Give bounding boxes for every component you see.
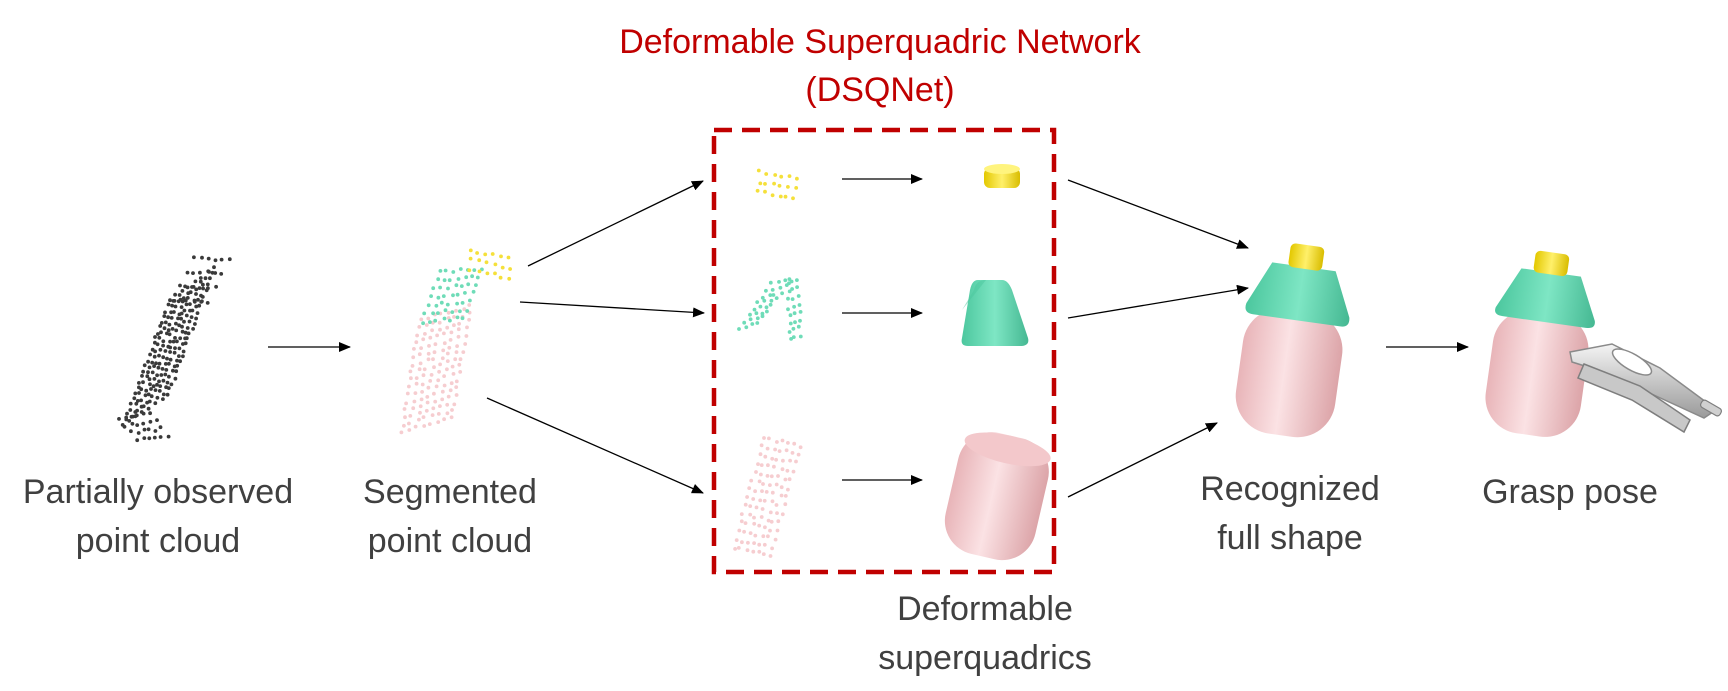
partial-point-cloud xyxy=(117,255,232,443)
shoulder-point-cloud xyxy=(737,277,803,341)
label-deformable-line-1: Deformable xyxy=(897,590,1073,628)
gripper xyxy=(1569,343,1723,434)
label-deformable-line-2: superquadrics xyxy=(878,639,1092,677)
arrow-body-sq-to-full xyxy=(1067,422,1218,498)
grasp-bottle xyxy=(1485,250,1595,437)
cap-point-cloud xyxy=(755,168,799,201)
label-segmented-line-2: point cloud xyxy=(367,522,533,560)
dsqnet-box xyxy=(711,127,1057,575)
arrow-segmented-to-cap xyxy=(527,180,704,267)
label-recognized-line-2: full shape xyxy=(1217,519,1363,557)
body-point-cloud xyxy=(733,436,803,558)
diagram-title: Deformable Superquadric Network (DSQNet) xyxy=(575,18,1185,114)
body-superquadric xyxy=(944,432,1051,561)
segmented-point-cloud xyxy=(399,248,512,435)
label-segmented-point-cloud: Segmented point cloud xyxy=(320,468,580,566)
cap-superquadric xyxy=(984,164,1020,188)
title-line-1: Deformable Superquadric Network xyxy=(619,23,1141,61)
label-deformable-superquadrics: Deformable superquadrics xyxy=(850,585,1120,683)
arrow-shoulder-sq-to-full xyxy=(1067,284,1249,319)
label-recognized-full-shape: Recognized full shape xyxy=(1160,465,1420,563)
label-recognized-line-1: Recognized xyxy=(1200,470,1380,508)
label-grasp-pose: Grasp pose xyxy=(1440,468,1700,517)
recognized-bottle xyxy=(1235,243,1350,438)
shoulder-superquadric xyxy=(961,280,1029,346)
label-partial-line-1: Partially observed xyxy=(22,473,294,511)
label-partial-line-2: point cloud xyxy=(75,522,241,560)
title-line-2: (DSQNet) xyxy=(805,71,955,109)
label-grasp-line-1: Grasp pose xyxy=(1482,473,1658,511)
arrow-cap-sq-to-full xyxy=(1067,179,1249,249)
label-partial-point-cloud: Partially observed point cloud xyxy=(0,468,316,566)
arrow-segmented-to-body xyxy=(486,397,704,494)
label-segmented-line-1: Segmented xyxy=(363,473,537,511)
arrow-segmented-to-shoulder xyxy=(519,301,705,318)
